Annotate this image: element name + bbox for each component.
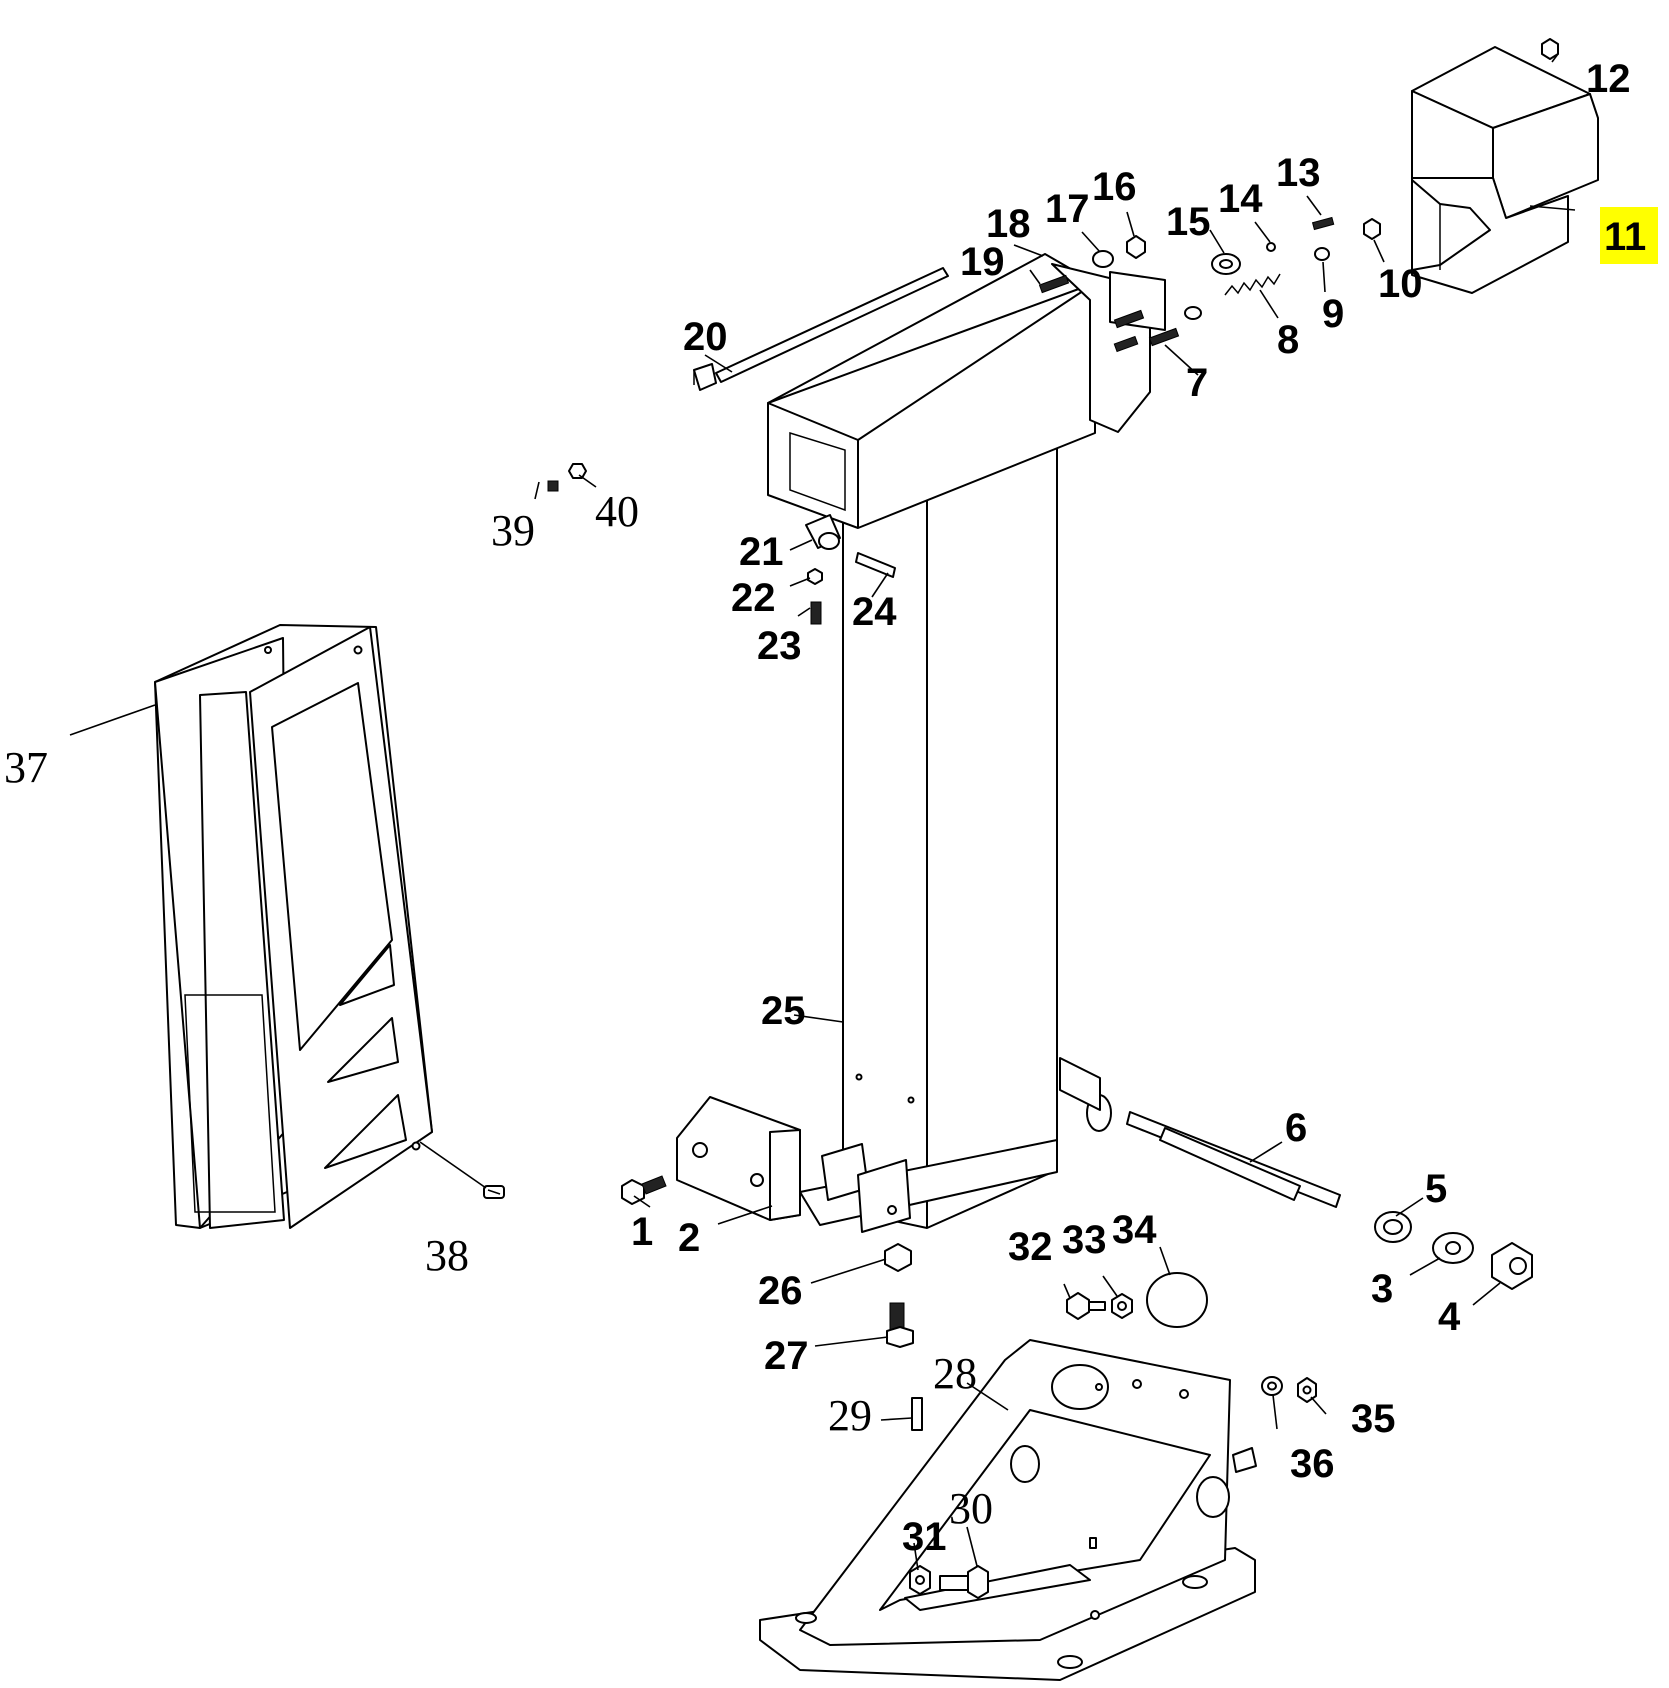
cap-34 [1146,1272,1208,1328]
pin-29 [911,1397,923,1431]
stud-18 [1113,309,1145,329]
part-label-27: 27 [764,1334,809,1378]
base-side-nut [909,1565,931,1595]
part-label-32: 32 [1008,1225,1053,1269]
part-label-35: 35 [1351,1397,1396,1441]
leader-lines [69,53,1576,1571]
washer-9 [1314,247,1330,261]
washer-36 [1261,1376,1283,1396]
part-label-2: 2 [678,1216,700,1260]
stud-7 [1113,327,1180,353]
nut-10 [1363,218,1381,240]
part-label-39: 39 [491,506,535,555]
part-labels: 1 2 3 4 5 6 7 8 9 10 11 12 13 14 15 16 1… [4,57,1658,1559]
stud-19 [1038,274,1070,294]
part-label-3: 3 [1371,1267,1393,1311]
part-label-5: 5 [1425,1167,1447,1211]
part-label-15: 15 [1166,200,1211,244]
part-label-30: 30 [949,1484,993,1533]
part-label-25: 25 [761,989,806,1033]
nut-35 [1297,1377,1317,1403]
part-label-10: 10 [1378,262,1423,306]
part-label-12: 12 [1586,57,1631,101]
part-label-17: 17 [1045,187,1090,231]
part-label-18: 18 [986,202,1031,246]
part-label-20: 20 [683,315,728,359]
part-label-19: 19 [960,240,1005,284]
washer-7-side [1184,306,1202,320]
base-bolt [886,1302,914,1348]
long-shaft [1059,1057,1341,1208]
l-bolt-and-nut [532,457,587,492]
shaft-nut [1491,1242,1533,1290]
shaft-washer [1432,1232,1474,1264]
part-label-7: 7 [1186,361,1208,405]
wedge-block [676,1096,801,1221]
part-label-40: 40 [595,487,639,536]
bushing-21 [805,514,841,550]
nut-22 [807,568,823,585]
panel-screw [483,1185,505,1199]
bolt-32 [1066,1292,1106,1320]
foot-base-frame [759,1339,1257,1681]
part-label-24: 24 [852,590,897,634]
part-label-29: 29 [828,1391,872,1440]
part-label-8: 8 [1277,318,1299,362]
part-label-9: 9 [1322,292,1344,336]
set-screw-23 [810,601,822,625]
side-cover-panel [154,624,433,1229]
base-bracket [799,1139,1058,1233]
part-label-1: 1 [631,1210,653,1254]
base-side-bolt [939,1565,989,1599]
part-label-28: 28 [933,1349,977,1398]
part-label-6: 6 [1285,1106,1307,1150]
part-label-33: 33 [1062,1218,1107,1262]
column-top-box [767,253,1166,529]
spacer-17 [1092,250,1114,268]
part-label-11: 11 [1604,215,1646,259]
part-label-31: 31 [902,1515,947,1559]
part-label-22: 22 [731,576,776,620]
part-label-14: 14 [1218,177,1263,221]
part-label-13: 13 [1276,151,1321,195]
part-label-34: 34 [1112,1208,1157,1252]
hex-bolt-1 [621,1175,667,1205]
screw-13 [1311,216,1335,231]
shaft-bushing [1374,1211,1412,1243]
part-label-26: 26 [758,1269,803,1313]
spring-8 [1224,273,1281,296]
nut-14 [1266,242,1276,252]
part-label-16: 16 [1092,165,1137,209]
base-nut [884,1243,912,1272]
part-label-36: 36 [1290,1442,1335,1486]
washer-15 [1211,253,1241,275]
nut-33 [1111,1293,1133,1319]
part-label-38: 38 [425,1231,469,1280]
part-label-21: 21 [739,530,784,574]
part-label-4: 4 [1438,1295,1461,1339]
part-11-highlight [1600,207,1658,264]
long-rod [693,267,949,391]
part-label-23: 23 [757,624,802,668]
part-label-37: 37 [4,743,48,792]
main-column [842,417,1058,1229]
nut-16 [1126,235,1146,259]
pin-24 [855,552,896,578]
top-cover-cap [1411,46,1599,294]
